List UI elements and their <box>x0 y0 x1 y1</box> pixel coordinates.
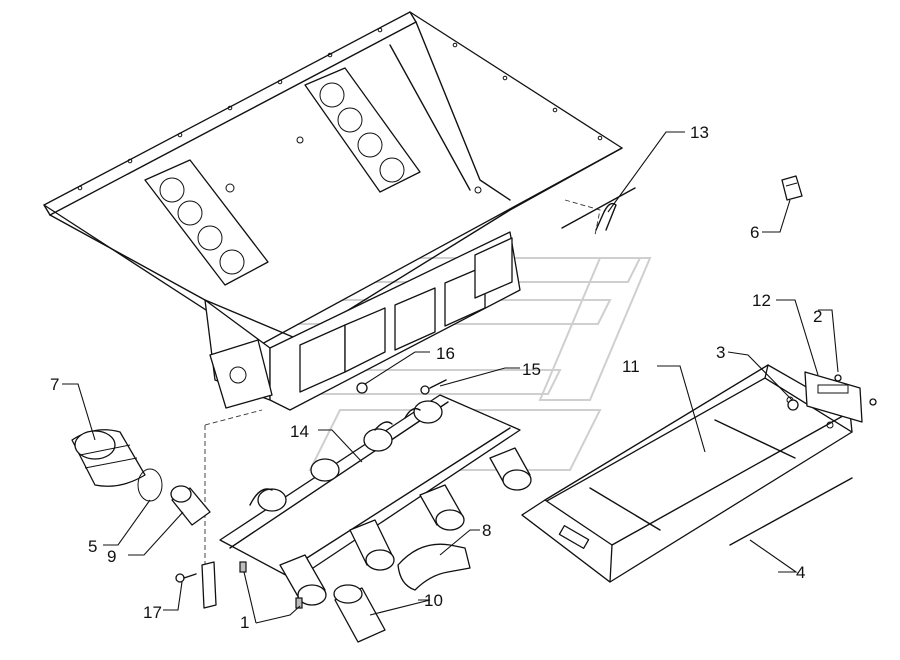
part-8-elbow <box>397 543 471 591</box>
callout-1: 1 <box>240 613 249 632</box>
part-13-hook-rod <box>561 187 636 231</box>
manifold-outlet-tubes <box>279 447 532 606</box>
callout-13: 13 <box>690 123 709 142</box>
part-17-bolt <box>175 561 217 609</box>
rim-holes <box>77 27 603 191</box>
outlet-plate-right <box>304 67 421 193</box>
part-9-sleeve <box>170 485 211 526</box>
outlet-plate-left <box>144 159 269 286</box>
part-12-bracket <box>804 371 863 423</box>
callout-6: 6 <box>750 223 759 242</box>
callout-10: 10 <box>424 591 443 610</box>
callout-9: 9 <box>107 547 116 566</box>
part-6-cap <box>781 175 803 201</box>
part-10-tube <box>333 584 386 643</box>
callout-8: 8 <box>482 521 491 540</box>
callout-labels: 7 5 9 17 1 10 8 14 16 15 11 3 12 2 6 13 … <box>50 123 822 632</box>
part-14-manifold <box>219 394 532 606</box>
callout-2: 2 <box>813 307 822 326</box>
callout-16: 16 <box>436 344 455 363</box>
part-11-tray <box>521 364 853 583</box>
part-2-bolts <box>834 374 877 406</box>
callout-11: 11 <box>622 357 640 376</box>
part-5-clamp <box>137 468 163 502</box>
callout-15: 15 <box>522 360 541 379</box>
callout-4: 4 <box>796 563 805 582</box>
part-4-rod <box>729 477 853 546</box>
part-15-bolt <box>420 379 447 395</box>
callout-3: 3 <box>716 343 725 362</box>
part-7-hose <box>71 429 146 487</box>
callout-7: 7 <box>50 375 59 394</box>
callout-12: 12 <box>752 291 771 310</box>
part-3-nut <box>787 399 799 411</box>
part-16-nut <box>356 382 368 394</box>
manifold-upper-ports <box>257 400 443 512</box>
callout-5: 5 <box>88 537 97 556</box>
callout-14: 14 <box>290 422 309 441</box>
hopper-frame <box>43 11 623 580</box>
gate-plates <box>299 237 513 393</box>
part-1-screws <box>239 561 303 609</box>
leader-lines <box>62 131 839 624</box>
callout-17: 17 <box>143 603 162 622</box>
